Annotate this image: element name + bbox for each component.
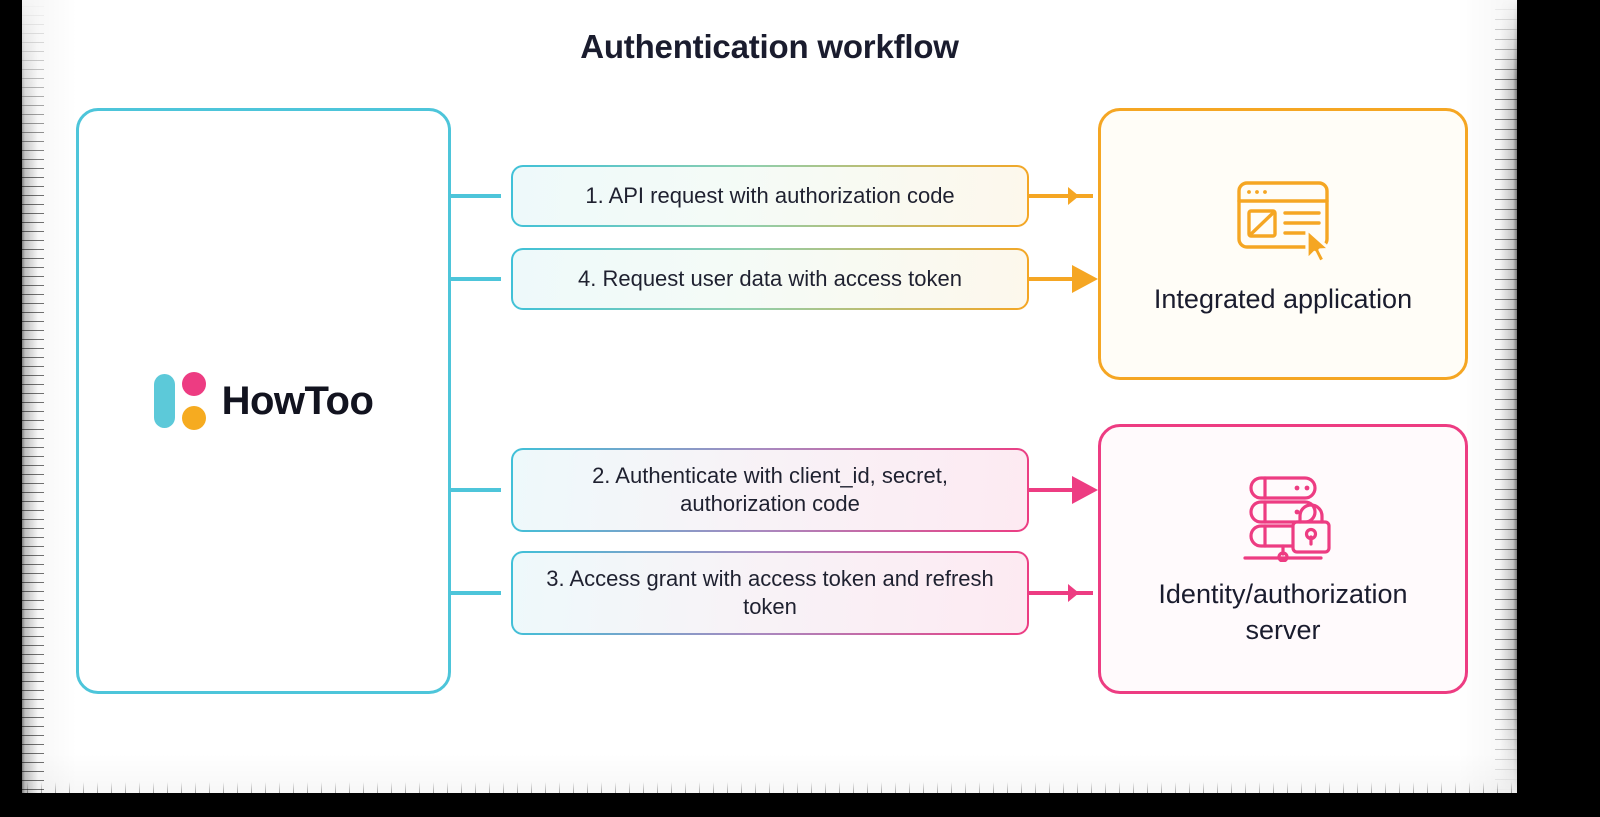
connector-line xyxy=(1029,488,1075,492)
diagram-canvas: Authentication workflow xyxy=(22,0,1517,793)
connector-line xyxy=(1029,194,1093,198)
connector-nub xyxy=(1068,187,1079,205)
canvas-torn-edge-bottom xyxy=(22,782,1517,793)
step-box-1[interactable]: 1. API request with authorization code xyxy=(511,165,1029,227)
connector-line xyxy=(1029,277,1075,281)
connector-line xyxy=(439,277,501,281)
step-box-2[interactable]: 2. Authenticate with client_id, secret, … xyxy=(511,448,1029,532)
connector-line xyxy=(439,488,501,492)
actor-panel-howtoo[interactable]: HowToo xyxy=(76,108,451,694)
arrowhead-right xyxy=(1072,476,1098,504)
actor-label-identity-server: Identity/authorization server xyxy=(1158,576,1407,649)
actor-label-line1: Identity/authorization xyxy=(1158,578,1408,609)
step-box-3[interactable]: 3. Access grant with access token and re… xyxy=(511,551,1029,635)
actor-panel-identity-server[interactable]: Identity/authorization server xyxy=(1098,424,1468,694)
arrowhead-right xyxy=(1072,265,1098,293)
page-title: Authentication workflow xyxy=(580,28,959,65)
logo-dot-pink-icon xyxy=(181,372,206,396)
actor-panel-integrated-application[interactable]: Integrated application xyxy=(1098,108,1468,380)
connector-nub xyxy=(1068,584,1079,602)
connector-line xyxy=(439,591,501,595)
howtoo-logo-text: HowToo xyxy=(221,378,374,423)
howtoo-logo-mark xyxy=(153,372,206,430)
step-box-4[interactable]: 4. Request user data with access token xyxy=(511,248,1029,310)
actor-label-integrated-application: Integrated application xyxy=(1153,283,1413,314)
canvas-torn-edge-left xyxy=(22,0,44,793)
logo-dot-amber-icon xyxy=(181,406,206,430)
connector-line xyxy=(1029,591,1093,595)
connector-line xyxy=(439,194,501,198)
logo-bar-icon xyxy=(153,374,175,428)
howtoo-logo: HowToo xyxy=(79,111,448,691)
actor-label-line2: server xyxy=(1245,615,1321,645)
canvas-torn-edge-right xyxy=(1495,0,1517,793)
browser-window-cursor-icon xyxy=(1229,171,1337,264)
server-lock-icon xyxy=(1229,470,1337,563)
